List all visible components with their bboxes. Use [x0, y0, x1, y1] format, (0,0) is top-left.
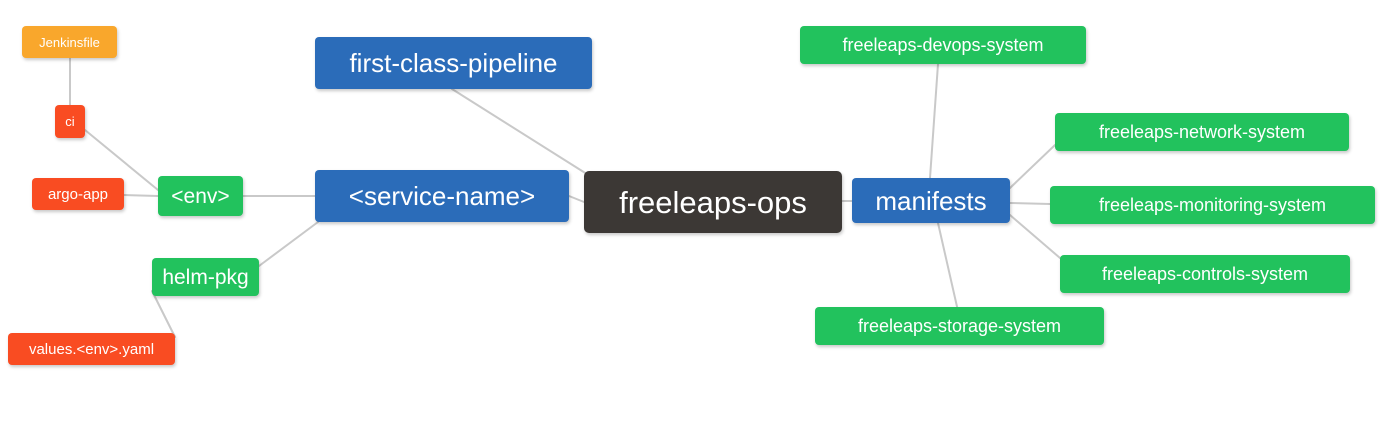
- node-label-manifests: manifests: [875, 185, 987, 216]
- edge-manifests-to-devops: [929, 63, 939, 179]
- node-label-argo: argo-app: [47, 185, 109, 203]
- node-ci[interactable]: ci: [55, 105, 85, 138]
- node-label-pipeline: first-class-pipeline: [349, 48, 558, 78]
- node-service[interactable]: <service-name>: [315, 170, 569, 222]
- edge-root-to-service: [568, 195, 585, 203]
- node-devops[interactable]: freeleaps-devops-system: [800, 26, 1086, 64]
- edge-manifests-to-network: [1009, 144, 1056, 189]
- node-jenkinsfile[interactable]: Jenkinsfile: [22, 26, 117, 58]
- node-label-root: freeleaps-ops: [619, 184, 807, 220]
- node-root[interactable]: freeleaps-ops: [584, 171, 842, 233]
- node-argo[interactable]: argo-app: [32, 178, 124, 210]
- node-label-devops: freeleaps-devops-system: [842, 35, 1044, 55]
- node-label-monitoring: freeleaps-monitoring-system: [1098, 195, 1327, 215]
- node-label-network: freeleaps-network-system: [1098, 122, 1306, 142]
- node-label-service: <service-name>: [348, 181, 536, 211]
- node-values[interactable]: values.<env>.yaml: [8, 333, 175, 365]
- node-label-helm: helm-pkg: [162, 265, 249, 289]
- node-helm[interactable]: helm-pkg: [152, 258, 259, 296]
- node-monitoring[interactable]: freeleaps-monitoring-system: [1050, 186, 1375, 224]
- node-label-storage: freeleaps-storage-system: [857, 316, 1062, 336]
- edge-env-to-argo: [123, 194, 159, 197]
- node-network[interactable]: freeleaps-network-system: [1055, 113, 1349, 151]
- node-env[interactable]: <env>: [158, 176, 243, 216]
- node-label-env: <env>: [171, 184, 230, 208]
- node-controls[interactable]: freeleaps-controls-system: [1060, 255, 1350, 293]
- edge-manifests-to-storage: [937, 222, 959, 312]
- edge-service-to-helm: [258, 221, 319, 267]
- edge-helm-to-values: [151, 290, 176, 338]
- node-label-controls: freeleaps-controls-system: [1101, 264, 1309, 284]
- node-pipeline[interactable]: first-class-pipeline: [315, 37, 592, 89]
- node-manifests[interactable]: manifests: [852, 178, 1010, 223]
- node-label-values: values.<env>.yaml: [28, 340, 155, 358]
- node-storage[interactable]: freeleaps-storage-system: [815, 307, 1104, 345]
- edge-manifests-to-monitoring: [1009, 202, 1051, 205]
- node-label-ci: ci: [65, 114, 75, 129]
- node-label-jenkinsfile: Jenkinsfile: [39, 34, 100, 50]
- edge-root-to-pipeline: [451, 88, 591, 177]
